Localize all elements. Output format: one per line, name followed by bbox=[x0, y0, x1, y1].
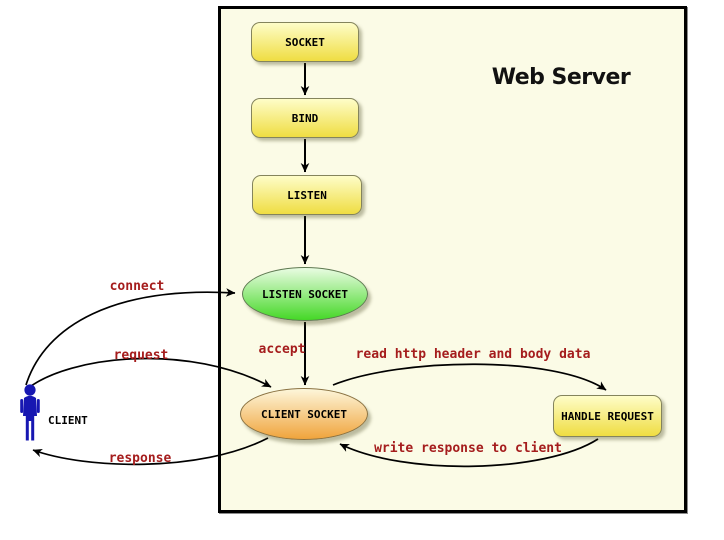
arrow-read-http bbox=[332, 363, 607, 391]
edge-label-write-response: write response to client bbox=[374, 441, 562, 456]
edge-label-read-http: read http header and body data bbox=[355, 347, 591, 362]
arrow-connect bbox=[25, 288, 236, 386]
edge-label-accept: accept bbox=[258, 342, 306, 357]
node-listen: LISTEN bbox=[252, 175, 362, 215]
node-listen-socket: LISTEN SOCKET bbox=[242, 267, 368, 321]
node-handle-request-label: HANDLE REQUEST bbox=[561, 409, 654, 423]
edge-label-connect: connect bbox=[109, 279, 165, 294]
node-bind: BIND bbox=[251, 98, 359, 138]
node-socket: SOCKET bbox=[251, 22, 359, 62]
node-bind-label: BIND bbox=[291, 111, 319, 125]
arrow-response bbox=[32, 437, 269, 466]
node-client-socket-label: CLIENT SOCKET bbox=[260, 407, 348, 421]
node-listen-socket-label: LISTEN SOCKET bbox=[261, 287, 349, 301]
edge-label-response: response bbox=[108, 451, 172, 466]
edge-label-request: request bbox=[113, 348, 169, 363]
node-handle-request: HANDLE REQUEST bbox=[553, 395, 662, 437]
diagram-title: Web Server bbox=[491, 65, 631, 90]
arrow-write-response bbox=[339, 438, 599, 468]
client-actor-label: CLIENT bbox=[48, 414, 88, 427]
arrow-request bbox=[26, 357, 272, 390]
client-person-icon bbox=[20, 384, 40, 441]
node-client-socket: CLIENT SOCKET bbox=[240, 388, 368, 440]
node-socket-label: SOCKET bbox=[285, 35, 325, 49]
node-listen-label: LISTEN bbox=[287, 188, 327, 202]
